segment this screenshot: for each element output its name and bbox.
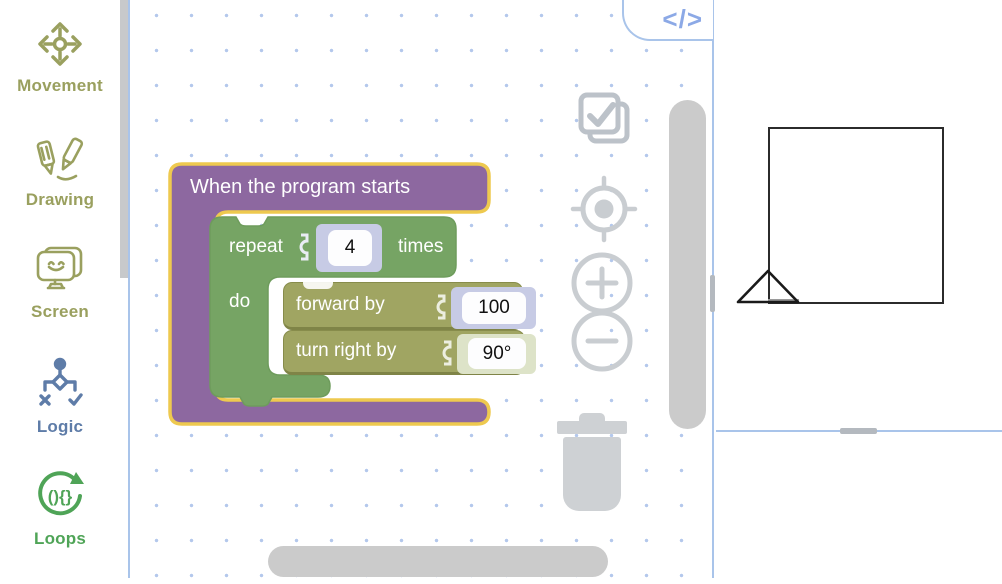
turn-angle-field[interactable]: 90°	[468, 338, 526, 369]
sidebar-item-drawing[interactable]: Drawing	[0, 136, 120, 210]
panel-resize-handle[interactable]	[710, 275, 715, 312]
puzzle-connector-icon	[436, 294, 446, 320]
repeat-block-shape	[209, 216, 457, 407]
sidebar-item-label: Loops	[34, 529, 86, 548]
sidebar-item-label: Logic	[36, 417, 84, 436]
toolbox-sidebar: Movement Drawing	[0, 0, 120, 584]
sidebar-item-screen[interactable]: Screen	[0, 246, 120, 322]
puzzle-connector-icon	[442, 340, 452, 366]
forward-block-notch	[303, 282, 333, 289]
workspace-vertical-scrollbar[interactable]	[669, 100, 706, 429]
zoom-out-icon[interactable]	[570, 309, 634, 378]
sidebar-item-label: Screen	[31, 302, 89, 321]
loop-arrows-icon: (){}	[34, 469, 86, 526]
center-target-icon[interactable]	[568, 173, 640, 250]
repeat-block-suffix: times	[398, 236, 444, 257]
movement-arrows-icon	[36, 20, 84, 73]
code-view-toggle[interactable]: </>	[622, 0, 713, 41]
workspace-horizontal-scrollbar[interactable]	[268, 546, 608, 577]
event-block-label: When the program starts	[190, 176, 411, 198]
forward-block-label: forward by	[296, 294, 385, 315]
turn-right-block-label: turn right by	[296, 340, 397, 361]
svg-text:(){}: (){}	[48, 487, 73, 506]
stage-panel	[714, 0, 1002, 584]
forward-distance-field[interactable]: 100	[462, 292, 526, 324]
check-run-icon[interactable]	[577, 92, 633, 155]
turtle-triangle-icon	[736, 269, 800, 304]
crayons-icon	[32, 136, 88, 187]
sidebar-item-label: Drawing	[25, 190, 95, 209]
repeat-count-field[interactable]: 4	[328, 230, 372, 266]
trash-lid-handle	[579, 413, 605, 423]
toolbox-scrollbar[interactable]	[120, 0, 128, 278]
sidebar-item-logic[interactable]: Logic	[0, 357, 120, 437]
sidebar-item-movement[interactable]: Movement	[0, 20, 120, 96]
event-block-shape	[168, 162, 491, 426]
repeat-block-prefix: repeat	[229, 236, 283, 257]
sidebar-item-loops[interactable]: (){} Loops	[0, 469, 120, 549]
puzzle-connector-icon	[299, 233, 309, 261]
trash-body	[563, 437, 621, 511]
code-toggle-label: </>	[662, 4, 703, 34]
event-block-when-program-starts[interactable]	[168, 162, 494, 428]
sidebar-item-label: Movement	[17, 76, 103, 95]
trash-lid	[557, 421, 627, 434]
monitor-face-icon	[34, 246, 86, 299]
trash-icon[interactable]	[557, 413, 627, 512]
repeat-block[interactable]	[208, 215, 464, 409]
stage-divider-handle[interactable]	[840, 428, 877, 434]
drawn-square	[768, 127, 944, 304]
repeat-block-do-label: do	[229, 291, 251, 312]
flowchart-icon	[35, 357, 85, 414]
